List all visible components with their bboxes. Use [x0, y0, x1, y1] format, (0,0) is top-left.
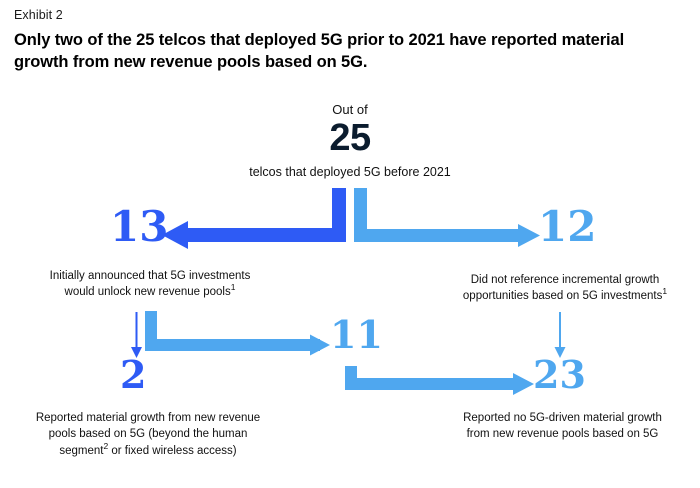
- connector-11-to-23: [345, 366, 534, 395]
- node-23-caption: Reported no 5G-driven material growth fr…: [430, 410, 695, 443]
- node-2-caption-line-4: or fixed wireless access): [108, 444, 237, 457]
- root-prefix-label: Out of: [332, 102, 368, 117]
- connector-25-to-12: [354, 188, 540, 247]
- node-12-caption-line-2: opportunities based on 5G investments: [462, 290, 663, 303]
- node-2-caption-line-2: pools based on 5G (beyond the human: [48, 428, 248, 441]
- node-13-caption: Initially announced that 5G investments …: [20, 268, 280, 301]
- node-2-caption-line-3: segment: [59, 444, 104, 457]
- node-12-caption: Did not reference incremental growth opp…: [440, 272, 690, 305]
- node-2-footnote: 2: [103, 440, 109, 451]
- node-11-value: 11: [330, 312, 383, 357]
- node-12-caption-line-1: Did not reference incremental growth: [470, 274, 660, 286]
- root-value: 25: [329, 117, 371, 159]
- node-12-value: 12: [538, 202, 597, 251]
- exhibit-label: Exhibit 2: [14, 8, 63, 22]
- node-13-value: 13: [110, 202, 169, 251]
- node-23-value: 23: [533, 352, 586, 397]
- node-2-value: 2: [120, 352, 147, 397]
- node-13-caption-line-2: would unlock new revenue pools: [64, 286, 231, 299]
- node-13-caption-line-1: Initially announced that 5G investments: [49, 270, 251, 282]
- node-23-caption-line-1: Reported no 5G-driven material growth: [463, 412, 662, 424]
- node-23-caption-line-2: from new revenue pools based on 5G: [466, 428, 659, 441]
- node-2-caption: Reported material growth from new revenu…: [8, 410, 288, 459]
- connector-13-to-11: [145, 311, 330, 356]
- node-13-footnote: 1: [230, 282, 236, 293]
- connector-25-to-13: [162, 188, 346, 249]
- node-2-caption-line-1: Reported material growth from new revenu…: [35, 412, 261, 424]
- root-description: telcos that deployed 5G before 2021: [249, 165, 451, 179]
- node-12-footnote: 1: [662, 286, 668, 297]
- page-title: Only two of the 25 telcos that deployed …: [14, 31, 625, 72]
